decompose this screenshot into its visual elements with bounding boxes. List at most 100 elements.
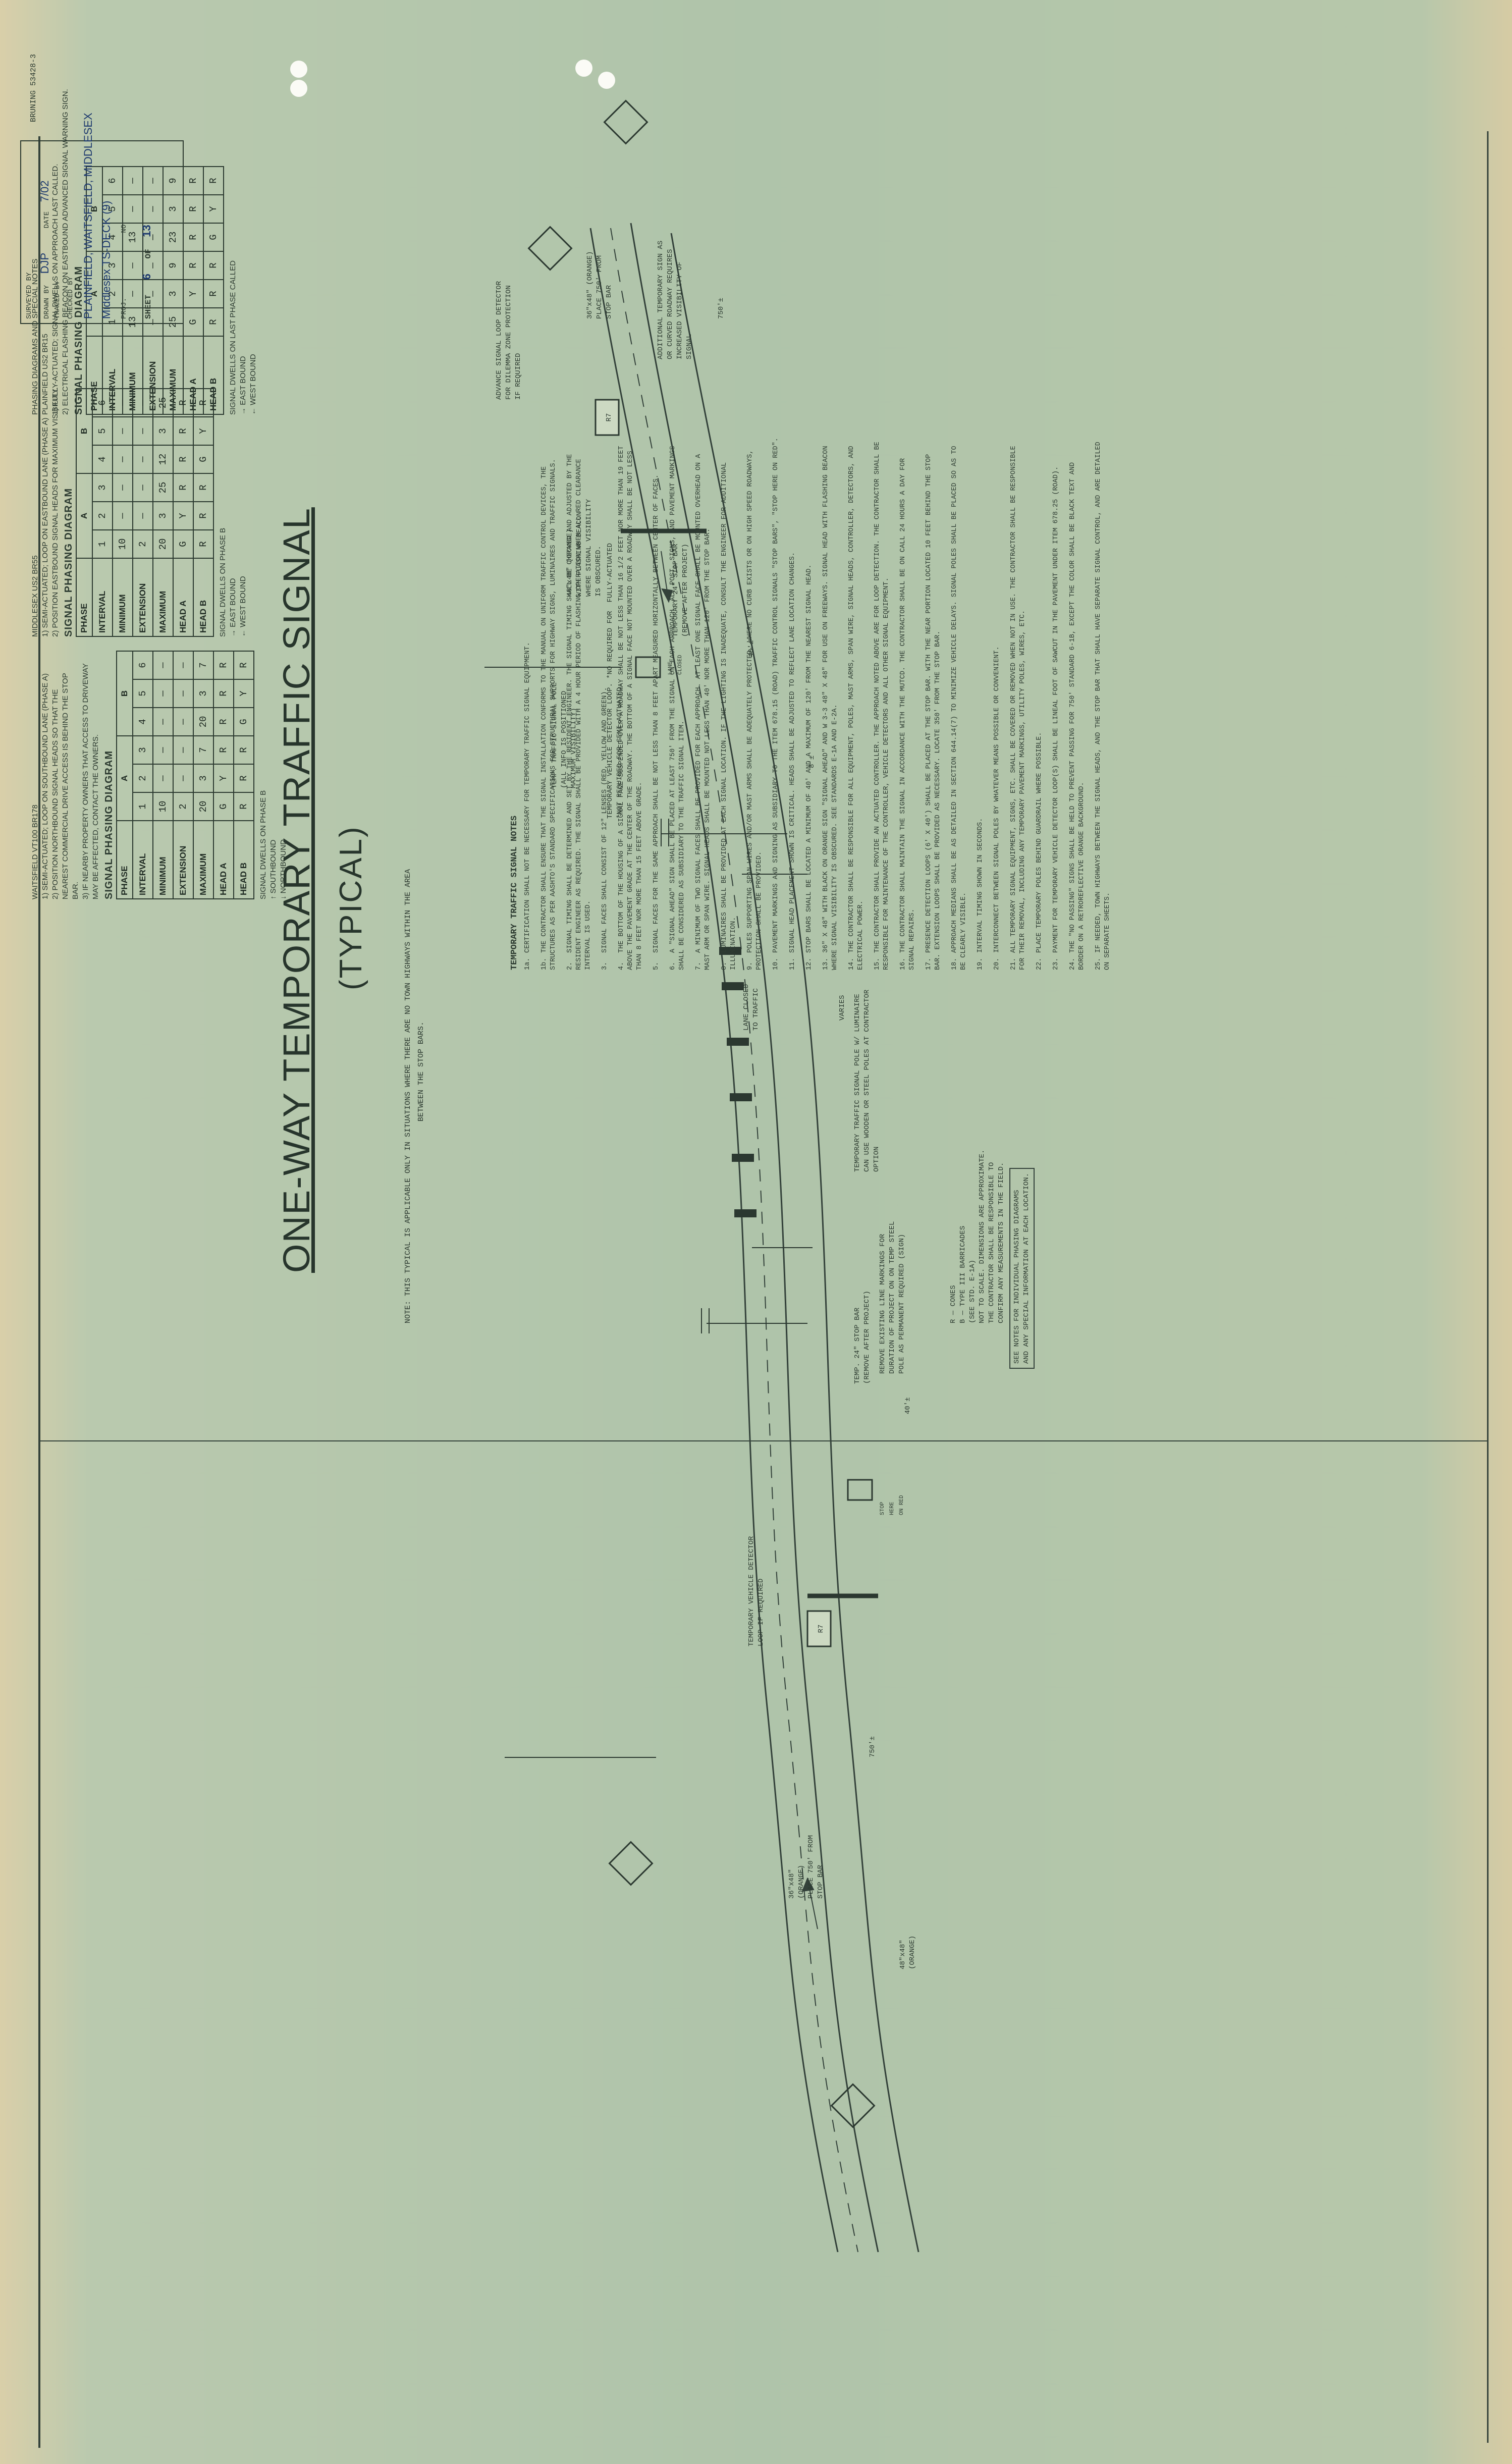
note-item: 17.PRESENCE DETECTION LOOPS (6' X 40') S… <box>925 435 943 970</box>
note-number: 24. <box>1069 957 1076 970</box>
phasing-diagram-middlesex: MIDDLESEX US2 BR55 1) SEMI-ACTUATED; LOO… <box>30 388 248 637</box>
phasing-cell: — <box>173 764 193 792</box>
note-item: 23.PAYMENT FOR TEMPORARY VEHICLE DETECTO… <box>1052 435 1061 970</box>
phasing-cell: Y <box>183 280 203 308</box>
note-number: 13. <box>822 957 830 970</box>
phasing-cell: — <box>173 736 193 764</box>
punch-hole <box>290 61 307 78</box>
phasing-row-label: PHASE <box>76 558 92 636</box>
phasing-cell: 7 <box>193 651 213 679</box>
phasing-cell: — <box>153 708 173 736</box>
phasing-cell: 5 <box>92 417 113 445</box>
phasing-cell: 20 <box>153 530 173 558</box>
dwell-label: SIGNAL DWELLS ON PHASE B <box>259 790 267 899</box>
phasing-diagram-title: SIGNAL PHASING DIAGRAM <box>103 751 115 899</box>
note-number: 23. <box>1052 957 1060 970</box>
punch-hole <box>575 60 592 77</box>
phasing-row-label: HEAD B <box>193 558 213 636</box>
phase-header: A <box>76 473 92 558</box>
phasing-cell: R <box>203 280 224 308</box>
phasing-cell: R <box>193 389 213 417</box>
phasing-diagram-waitsfield: WAITSFIELD VT100 BR178 1) SEMI-ACTUATED;… <box>30 651 289 899</box>
note-number: 25. <box>1095 957 1102 970</box>
phasing-cell: — <box>113 445 133 473</box>
label-dim-750-left: 750'± <box>717 297 725 319</box>
phasing-cell: 3 <box>193 764 213 792</box>
phasing-cell: — <box>113 417 133 445</box>
phasing-cell: R <box>213 708 234 736</box>
phasing-cell: — <box>153 764 173 792</box>
sheet-of-label: OF <box>144 249 153 259</box>
label-temp-stop-bar-right: TEMP. 24" STOP BAR (REMOVE AFTER PROJECT… <box>853 1291 871 1384</box>
phasing-cell: R <box>183 223 203 251</box>
note-text: SIGNAL FACES SHALL CONSIST OF 12" LENSES… <box>601 687 609 953</box>
note-text: PAVEMENT MARKINGS AND SIGNING AS SUBSIDI… <box>772 438 780 953</box>
note-number: 2. <box>566 961 574 970</box>
phasing-cell: 25 <box>153 473 173 502</box>
label-temp-loop-right: TEMPORARY VEHICLE DETECTOR LOOP IF REQUI… <box>747 1536 765 1646</box>
phase-header: A <box>117 736 133 821</box>
phasing-cell: — <box>133 389 153 417</box>
label-lane-closed: LANE CLOSED TO TRAFFIC <box>742 984 760 1031</box>
phasing-cell: G <box>213 792 234 821</box>
phasing-cell: — <box>113 389 133 417</box>
phasing-cell: — <box>113 473 133 502</box>
arrow-b-label: NORTHBOUND <box>279 839 288 894</box>
note-item: 21.ALL TEMPORARY SIGNAL EQUIPMENT, SIGNS… <box>1009 435 1028 970</box>
notes-block: TEMPORARY TRAFFIC SIGNAL NOTES 1a.CERTIF… <box>510 435 1120 970</box>
phasing-cell: G <box>203 223 224 251</box>
phasing-cell: 6 <box>133 651 153 679</box>
checked-by-label: CHECKED BY <box>67 276 75 319</box>
phasing-cell: R <box>234 764 254 792</box>
note-number: 6. <box>669 961 677 970</box>
highway-line-2: Middlesex TS-DECK (9) <box>100 200 113 319</box>
phasing-cell: 3 <box>153 502 173 530</box>
label-advance-sign: 36"x48" (ORANGE) PLACE 750' FROM STOP BA… <box>586 251 613 319</box>
phasing-row-label: MINIMUM <box>153 821 173 899</box>
note-number: 10. <box>772 957 780 970</box>
no-label: NO <box>120 224 128 233</box>
phasing-cell: 3 <box>193 679 213 708</box>
diagram-note: 3) IF NEARBY PROPERTY OWNERS THAT ACCESS… <box>81 663 100 899</box>
note-number: 17. <box>925 957 933 970</box>
phasing-cell: 20 <box>193 708 213 736</box>
note-item: 4.THE BOTTOM OF THE HOUSING OF A SIGNAL … <box>617 435 644 970</box>
note-item: 6.A "SIGNAL AHEAD" SIGN SHALL BE PLACED … <box>669 435 687 970</box>
phasing-cell: — <box>133 502 153 530</box>
note-item: 5.SIGNAL FACES FOR THE SAME APPROACH SHA… <box>652 435 661 970</box>
phasing-row-label: INTERVAL <box>133 821 153 899</box>
note-item: 24.THE "NO PASSING" SIGNS SHALL BE HELD … <box>1068 435 1087 970</box>
phasing-row-label: EXTENSION <box>173 821 193 899</box>
note-text: IF NEEDED, TOWN HIGHWAYS BETWEEN THE SIG… <box>1095 442 1111 970</box>
note-text: A MINIMUM OF TWO SIGNAL FACES SHALL BE P… <box>695 454 712 970</box>
phasing-row-label: MAXIMUM <box>193 821 213 899</box>
phasing-cell: R <box>203 167 224 195</box>
phase-header: B <box>117 651 133 736</box>
label-varies: VARIES <box>838 995 846 1021</box>
phasing-cell: — <box>173 651 193 679</box>
phasing-cell: 4 <box>133 708 153 736</box>
diagram-note: 1) SEMI-ACTUATED; LOOP ON EASTBOUND LANE… <box>41 417 49 637</box>
location-name: WAITSFIELD VT100 BR178 <box>31 805 39 899</box>
phasing-cell: — <box>113 502 133 530</box>
phasing-cell: 5 <box>133 679 153 708</box>
title-block: SURVEYED BY DRAWN BY DJP DATE 7/02 TRACE… <box>20 113 184 324</box>
note-item: 22.PLACE TEMPORARY POLES BEHIND GUARDRAI… <box>1035 435 1044 970</box>
note-text: SIGNAL TIMING SHALL BE DETERMINED AND SE… <box>566 454 592 970</box>
note-item: 14.THE CONTRACTOR SHALL BE RESPONSIBLE F… <box>847 435 866 970</box>
label-additional-sign: ADDITIONAL TEMPORARY SIGN AS OR CURVED R… <box>657 240 693 359</box>
phasing-cell: R <box>193 530 213 558</box>
phasing-cell: R <box>173 417 193 445</box>
note-text: THE CONTRACTOR SHALL BE RESPONSIBLE FOR … <box>848 446 865 970</box>
phasing-cell: R <box>213 679 234 708</box>
